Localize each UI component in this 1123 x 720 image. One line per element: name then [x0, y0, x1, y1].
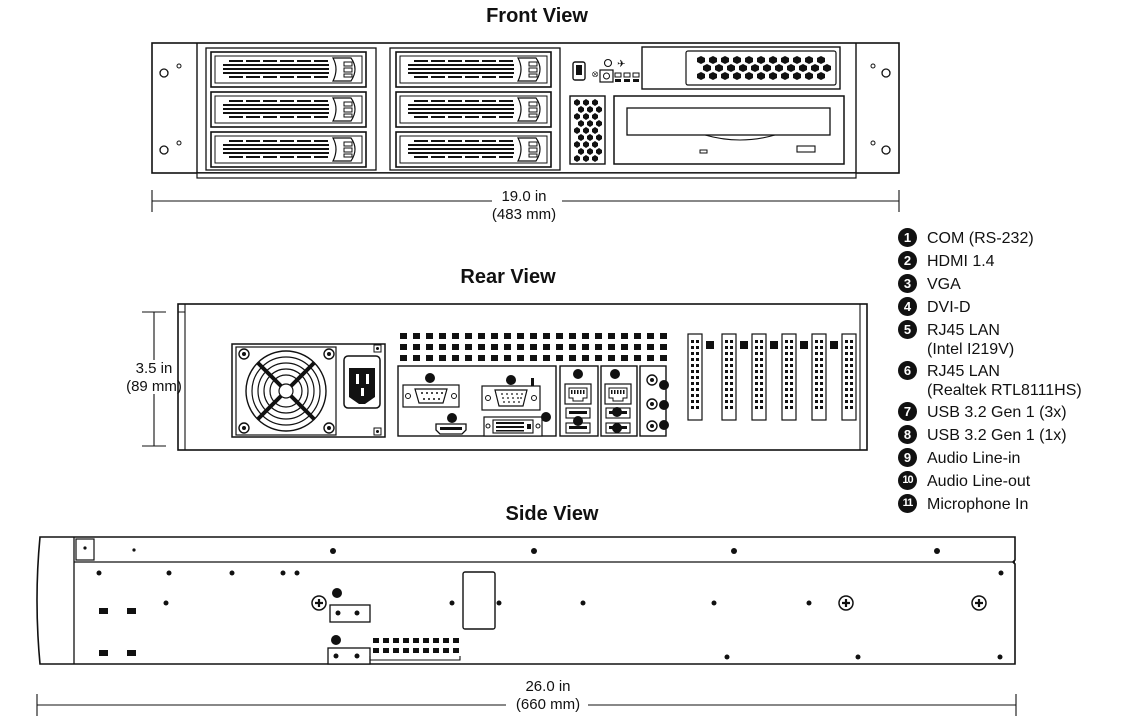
side-vent: [373, 638, 459, 653]
height-inches: 3.5 in: [135, 360, 173, 377]
width-mm: (483 mm): [491, 206, 557, 223]
legend-item: 8 USB 3.2 Gen 1 (1x): [898, 425, 1123, 448]
rear-view-title: Rear View: [460, 266, 556, 288]
legend-number-badge: 8: [898, 425, 917, 444]
drive-bay: [210, 131, 367, 168]
legend-number-badge: 2: [898, 251, 917, 270]
legend-number-badge: 1: [898, 228, 917, 247]
legend-item: 2 HDMI 1.4: [898, 251, 1123, 274]
legend-number-badge: 5: [898, 320, 917, 339]
drive-bay: [210, 91, 367, 128]
legend-label: VGA: [927, 276, 961, 293]
front-usb-port: [572, 61, 586, 81]
legend-label: Audio Line-in: [927, 450, 1021, 467]
rear-view: [142, 303, 868, 451]
legend-item: 11 Microphone In: [898, 494, 1123, 517]
legend-label: DVI-D: [927, 299, 971, 316]
io-panel: [397, 365, 669, 437]
legend-label: RJ45 LAN: [927, 363, 1000, 380]
legend-label: COM (RS-232): [927, 230, 1034, 247]
height-dimension-line: [142, 311, 166, 447]
drive-bay: [395, 91, 552, 128]
legend-number-badge: 11: [898, 494, 917, 513]
legend-number-badge: 7: [898, 402, 917, 421]
svg-text:⭙: ⭙: [592, 70, 599, 79]
width-dimension-line: [151, 190, 900, 212]
hdmi-port: [435, 423, 467, 435]
legend-number-badge: 10: [898, 471, 917, 490]
legend-item: 10 Audio Line-out: [898, 471, 1123, 494]
rear-vent: [400, 333, 667, 361]
legend-item: 6 RJ45 LAN (Realtek RTL8111HS): [898, 361, 1123, 402]
drive-bay: [395, 51, 552, 88]
optical-drive: [613, 95, 845, 165]
legend-sublabel: (Realtek RTL8111HS): [927, 382, 1082, 399]
legend-number-badge: 4: [898, 297, 917, 316]
depth-inches: 26.0 in: [525, 678, 571, 695]
legend-item: 1 COM (RS-232): [898, 228, 1123, 251]
vga-port: [481, 378, 541, 411]
svg-text:✈: ✈: [617, 59, 625, 70]
legend-item: 9 Audio Line-in: [898, 448, 1123, 471]
legend-number-badge: 3: [898, 274, 917, 293]
port-legend: 1 COM (RS-232) 2 HDMI 1.4 3 VGA 4 DVI-D …: [898, 228, 1123, 517]
drive-bay: [395, 131, 552, 168]
width-inches: 19.0 in: [501, 188, 547, 205]
power-supply: [231, 343, 386, 438]
power-button-icon: [599, 58, 614, 83]
side-view-title: Side View: [505, 503, 599, 525]
dvi-port: [483, 416, 543, 437]
legend-item: 4 DVI-D: [898, 297, 1123, 320]
legend-item: 7 USB 3.2 Gen 1 (3x): [898, 402, 1123, 425]
width-dimension: 19.0 in (483 mm): [464, 188, 584, 224]
drive-bay: [210, 51, 367, 88]
legend-item: 3 VGA: [898, 274, 1123, 297]
height-dimension: 3.5 in (89 mm): [104, 360, 204, 396]
legend-number-badge: 6: [898, 361, 917, 380]
front-view-title: Front View: [486, 5, 588, 27]
legend-label: Microphone In: [927, 496, 1029, 513]
legend-item: 5 RJ45 LAN (Intel I219V): [898, 320, 1123, 361]
expansion-slots: [687, 333, 857, 421]
depth-mm: (660 mm): [515, 696, 581, 713]
legend-label: Audio Line-out: [927, 473, 1031, 490]
legend-label: RJ45 LAN: [927, 322, 1000, 339]
front-view: ⭙ ✈: [151, 42, 900, 212]
legend-number-badge: 9: [898, 448, 917, 467]
legend-label: HDMI 1.4: [927, 253, 995, 270]
depth-dimension-line: [36, 694, 1017, 716]
depth-dimension: 26.0 in (660 mm): [488, 678, 608, 714]
legend-label: USB 3.2 Gen 1 (1x): [927, 427, 1067, 444]
legend-label: USB 3.2 Gen 1 (3x): [927, 404, 1067, 421]
legend-sublabel: (Intel I219V): [927, 341, 1015, 358]
side-view: [36, 536, 1017, 716]
height-mm: (89 mm): [126, 378, 182, 395]
com-port: [402, 384, 460, 408]
